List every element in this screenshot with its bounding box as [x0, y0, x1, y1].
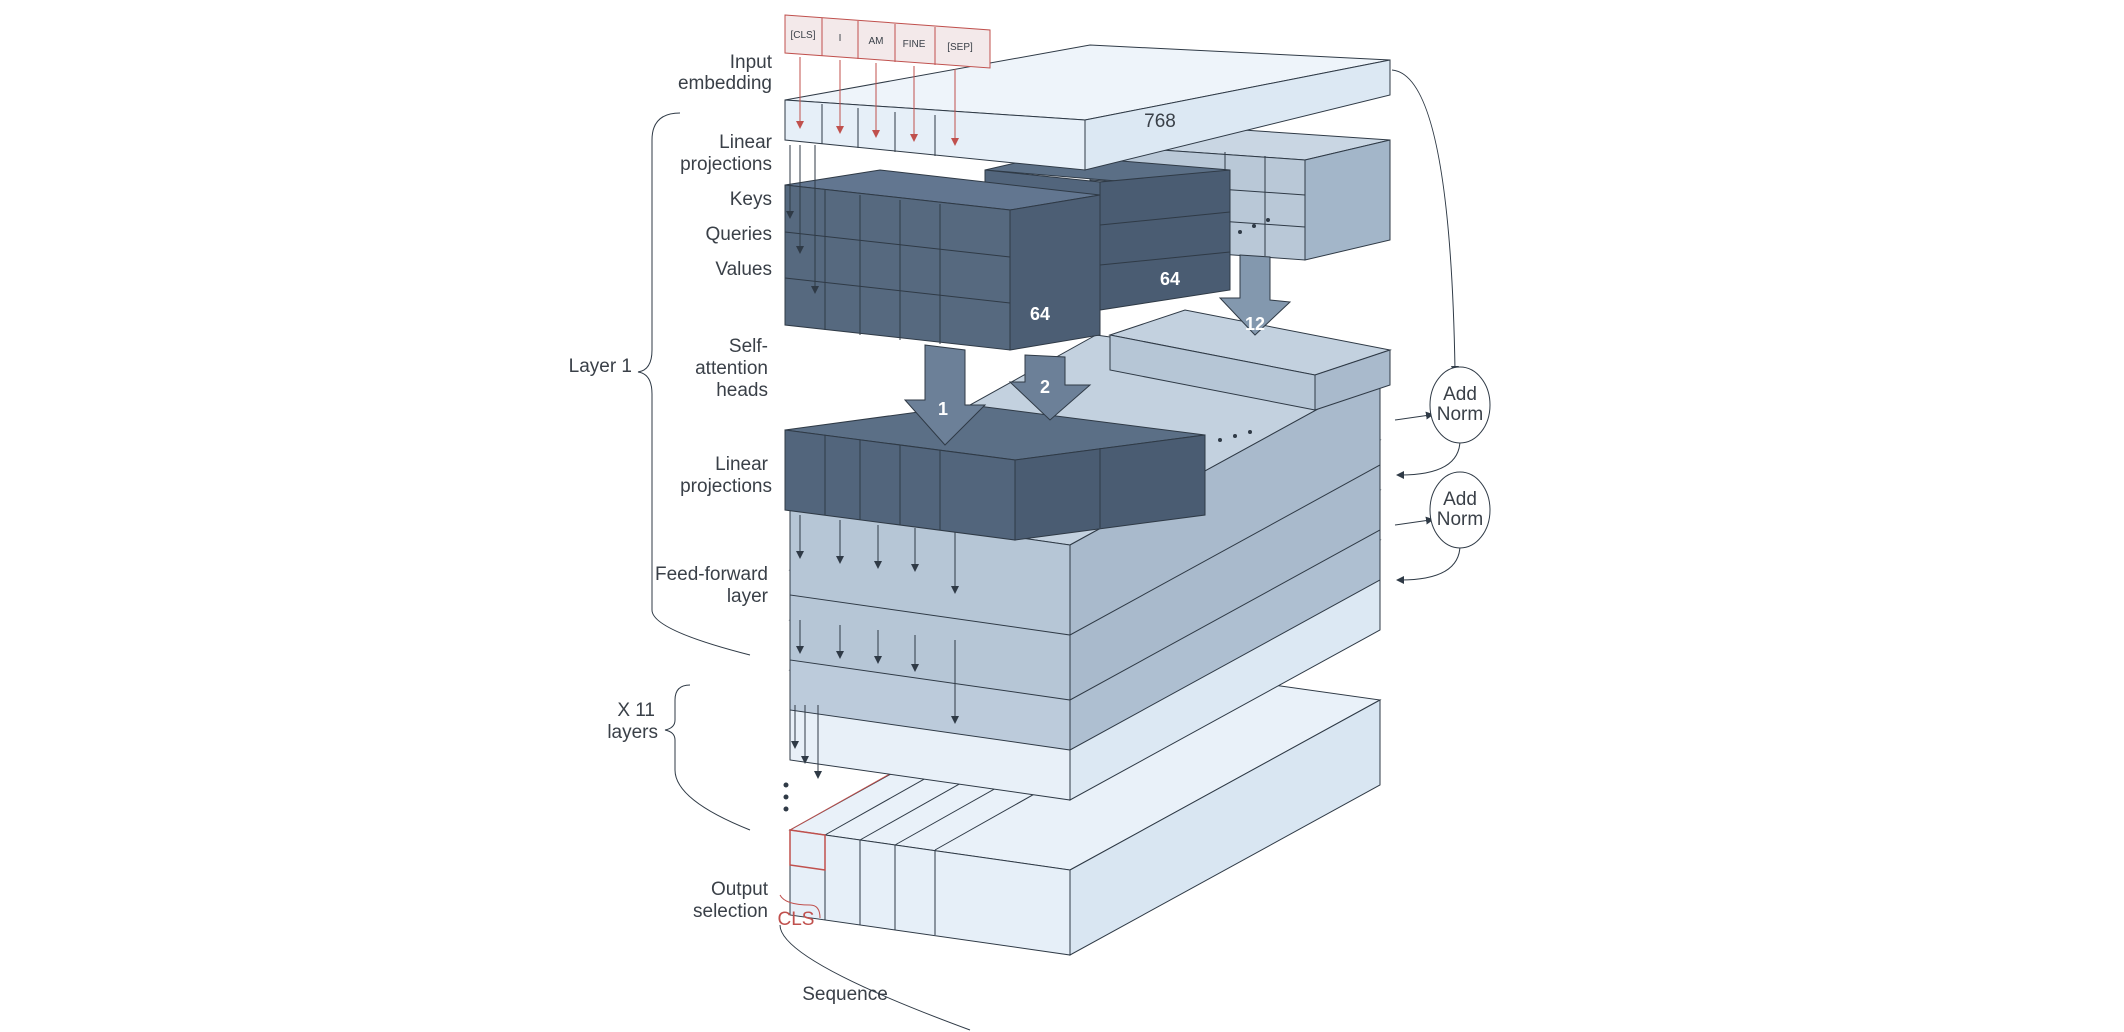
svg-text:Norm: Norm: [1437, 509, 1483, 530]
hidden-dim-label: 768: [1144, 111, 1176, 132]
attention-output-projection-block: [784, 404, 1206, 541]
queries-label: Queries: [705, 224, 772, 245]
head-2-label: 2: [1040, 377, 1050, 397]
head-12-output-slab: [1108, 309, 1392, 411]
cls-label: CLS: [778, 909, 815, 930]
add-norm-2: Add Norm: [1429, 471, 1491, 549]
self-attention-label-3: heads: [716, 380, 768, 401]
linear-projections-top-2: projections: [680, 154, 772, 175]
input-embedding-label-1: Input: [730, 52, 773, 73]
input-embedding-slab: [784, 44, 1391, 171]
token-2: AM: [869, 36, 884, 47]
feed-forward-label-2: layer: [727, 586, 769, 607]
self-attention-label-2: attention: [695, 358, 768, 379]
head-1-label: 1: [938, 399, 948, 419]
x11-label-2: layers: [607, 722, 658, 743]
self-attention-label-1: Self-: [729, 336, 768, 357]
internal-arrows: [783, 145, 1270, 812]
keys-label: Keys: [730, 189, 772, 210]
values-label: Values: [715, 259, 772, 280]
token-1: I: [839, 33, 842, 44]
output-selection-label-1: Output: [711, 879, 769, 900]
feed-forward-label-1: Feed-forward: [655, 564, 768, 585]
token-4: [SEP]: [947, 42, 973, 53]
linear-projections-mid-2: projections: [680, 476, 772, 497]
layer-1-label: Layer 1: [569, 356, 632, 377]
linear-projections-top-1: Linear: [719, 132, 772, 153]
token-0: [CLS]: [790, 30, 815, 41]
svg-text:Add: Add: [1443, 384, 1477, 405]
braces: [637, 112, 971, 1031]
add-norm-1: Add Norm: [1429, 366, 1491, 444]
left-labels: Input embedding Linear projections Keys …: [569, 52, 888, 1005]
token-row: [CLS] I AM FINE [SEP]: [784, 14, 991, 146]
qkv-block-head-1: [784, 169, 1101, 351]
svg-text:Add: Add: [1443, 489, 1477, 510]
sequence-label: Sequence: [802, 984, 888, 1005]
head-12-label: 12: [1245, 314, 1265, 334]
output-selection-label-2: selection: [693, 901, 768, 922]
head-arrows: [903, 254, 1292, 446]
residual-connections: [1391, 69, 1461, 584]
x11-label-1: X 11: [617, 700, 655, 721]
head-dim-label-b: 64: [1160, 269, 1180, 289]
input-embedding-label-2: embedding: [678, 73, 772, 94]
token-3: FINE: [903, 39, 926, 50]
linear-projections-mid-1: Linear: [715, 454, 768, 475]
svg-text:Norm: Norm: [1437, 404, 1483, 425]
head-dim-label-a: 64: [1030, 304, 1050, 324]
